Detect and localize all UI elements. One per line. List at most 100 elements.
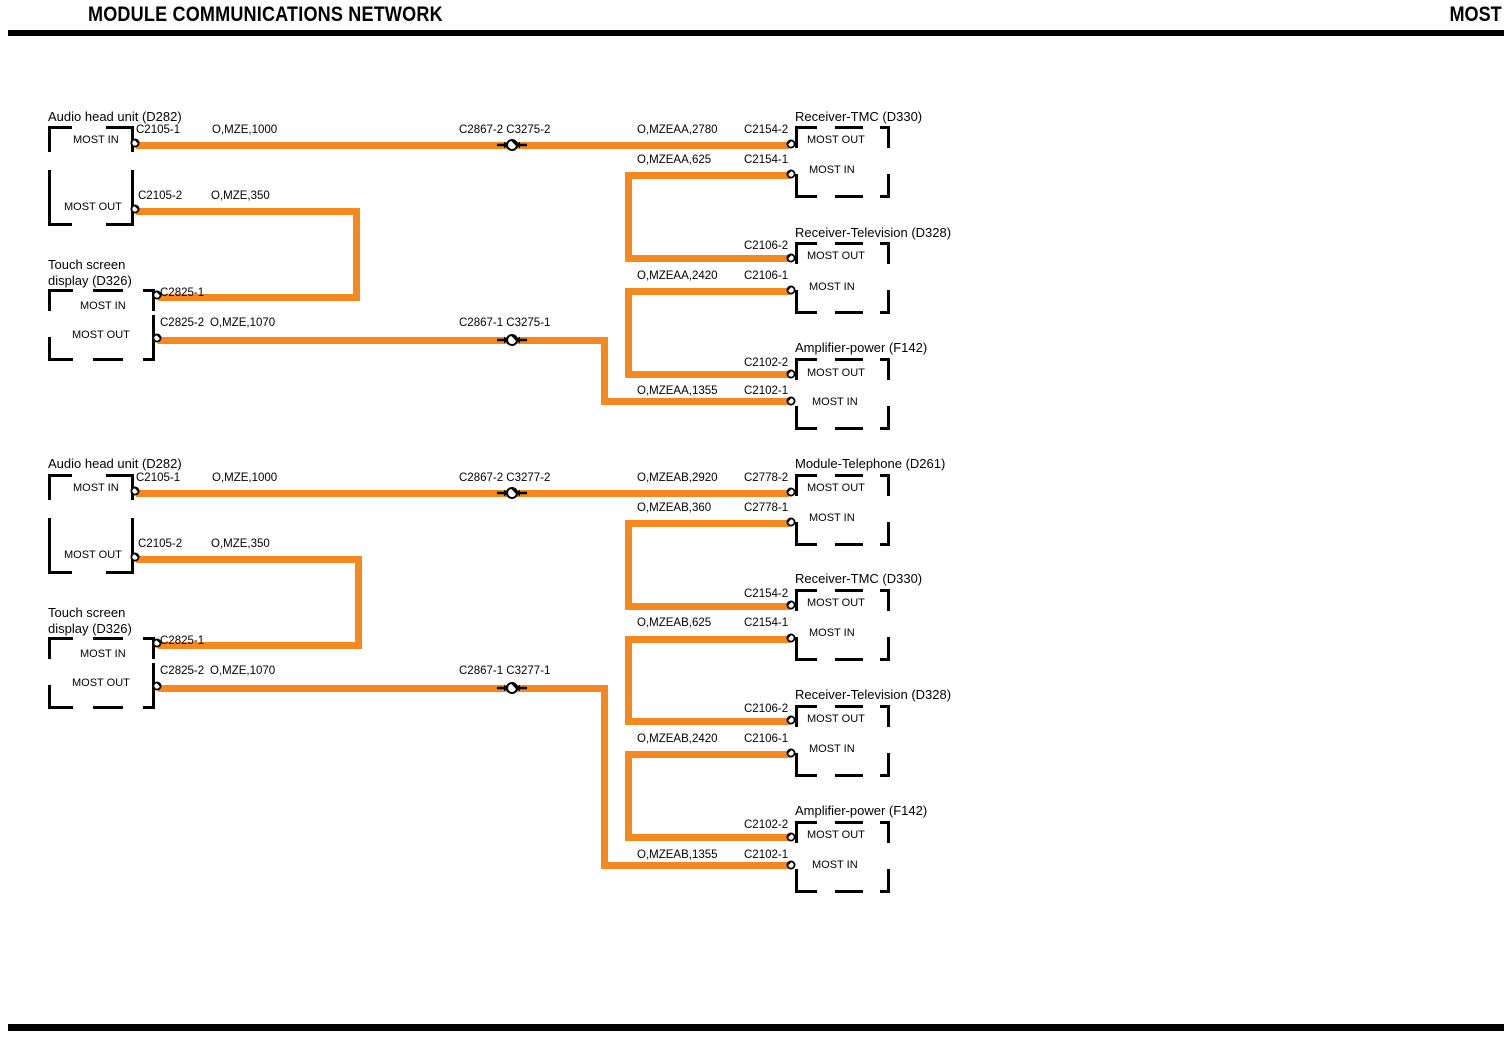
wire-tsd-out-v-bottom (601, 685, 608, 869)
wire-label-ahu-out-bottom: O,MZE,350 (211, 538, 270, 550)
port-label-amp-most-in-bottom: MOST IN (812, 859, 858, 871)
module-label-amplifier-power-bottom: Amplifier-power (F142) (795, 803, 928, 818)
pin-symbol-tmc-in-bottom (784, 632, 797, 645)
pin-symbol-tsd-out-bottom (151, 680, 164, 693)
port-label-tmc-most-in-top: MOST IN (809, 164, 855, 176)
module-label-audio-head-unit-top: Audio head unit (D282) (48, 109, 182, 124)
module-label-receiver-television-bottom: Receiver-Television (D328) (795, 687, 952, 702)
wire-label-ahu-out-top: O,MZE,350 (211, 190, 270, 202)
port-label-ahu-most-out-bottom: MOST OUT (64, 549, 122, 561)
wire-tmc-in-v-bottom (625, 636, 632, 725)
page-title: MODULE COMMUNICATIONS NETWORK (88, 3, 443, 26)
wire-ahu-in-to-tmc-out-top (136, 142, 789, 149)
pin-symbol-ahu-out-top (129, 203, 142, 216)
wire-tel-in-v-bottom (625, 520, 632, 610)
wire-tmc-in-h-top (625, 172, 790, 179)
wire-label-tmc-in-bottom: O,MZEAB,625 (637, 617, 712, 629)
module-box-amplifier-power-top (795, 358, 890, 430)
connector-label-amp-out-top: C2102-2 (744, 357, 789, 369)
wire-tmc-in-h-bottom (625, 636, 790, 643)
wire-ahu-out-h1-top (136, 208, 360, 215)
wire-tv-out-h-bottom (625, 718, 790, 725)
inline-connector-label-bottom-lower: C2867-1 C3277-1 (459, 665, 551, 677)
connector-label-tv-in-top: C2106-1 (744, 270, 789, 282)
wire-ahu-out-h2-to-tsd-in-bottom (158, 642, 362, 649)
wire-tel-in-h-bottom (625, 520, 790, 527)
connector-label-tel-in-bottom: C2778-1 (744, 502, 789, 514)
wire-label-tmc-in-top: O,MZEAA,625 (637, 154, 712, 166)
wire-label-tsd-out-top: O,MZE,1070 (210, 317, 276, 329)
connector-label-tmc-in-top: C2154-1 (744, 154, 789, 166)
port-label-tel-most-out-bottom: MOST OUT (807, 482, 865, 494)
module-label-touch-screen-bottom-line2: display (D326) (48, 621, 132, 636)
wire-tsd-out-h2-to-amp-in-top (601, 398, 790, 405)
footer-rule (8, 1024, 1504, 1031)
connector-label-tsd-in-bottom: C2825-1 (160, 635, 205, 647)
pin-symbol-tel-out-bottom (784, 486, 797, 499)
port-label-tsd-most-out-top: MOST OUT (72, 329, 130, 341)
wire-tmc-in-v-top (625, 172, 632, 262)
module-label-receiver-tmc-bottom: Receiver-TMC (D330) (795, 571, 923, 586)
pin-symbol-tsd-in-top (151, 289, 164, 302)
inline-connector-symbol-bottom-lower (495, 680, 529, 696)
port-label-tv-most-in-top: MOST IN (809, 281, 855, 293)
connector-label-tv-in-bottom: C2106-1 (744, 733, 789, 745)
wire-amp-out-h-top (625, 371, 790, 378)
pin-symbol-tv-in-top (784, 284, 797, 297)
wire-ahu-out-v-top (353, 208, 360, 301)
pin-symbol-tel-in-bottom (784, 516, 797, 529)
connector-label-ahu-out-bottom: C2105-2 (138, 538, 183, 550)
inline-connector-label-top-upper: C2867-2 C3275-2 (459, 124, 551, 136)
pin-symbol-amp-in-top (784, 395, 797, 408)
wire-tv-in-v-bottom (625, 751, 632, 841)
wire-tv-in-h-top (625, 288, 790, 295)
connector-label-tmc-in-bottom: C2154-1 (744, 617, 789, 629)
module-box-receiver-tmc-bottom (795, 589, 890, 661)
wire-tsd-out-h1-top (158, 337, 608, 344)
inline-connector-symbol-top-lower (495, 332, 529, 348)
pin-symbol-tv-in-bottom (784, 747, 797, 760)
port-label-ahu-most-out-top: MOST OUT (64, 201, 122, 213)
wire-label-tv-in-bottom: O,MZEAB,2420 (637, 733, 718, 745)
port-label-tv-most-in-bottom: MOST IN (809, 743, 855, 755)
wire-label-tv-in-top: O,MZEAA,2420 (637, 270, 718, 282)
module-box-receiver-tmc-top (795, 126, 890, 198)
wire-label-amp-in-top: O,MZEAA,1355 (637, 385, 718, 397)
wire-label-tsd-out-bottom: O,MZE,1070 (210, 665, 276, 677)
pin-symbol-amp-out-bottom (784, 831, 797, 844)
connector-label-ahu-in-bottom: C2105-1 (136, 472, 181, 484)
port-label-tel-most-in-bottom: MOST IN (809, 512, 855, 524)
port-label-amp-most-out-bottom: MOST OUT (807, 829, 865, 841)
wire-label-tel-in-bottom: O,MZEAB,360 (637, 502, 712, 514)
page-category-label: MOST (1449, 3, 1502, 26)
module-label-module-telephone-bottom: Module-Telephone (D261) (795, 456, 946, 471)
pin-symbol-tsd-in-bottom (151, 637, 164, 650)
port-label-tsd-most-out-bottom: MOST OUT (72, 677, 130, 689)
pin-symbol-tmc-in-top (784, 168, 797, 181)
port-label-ahu-most-in-top: MOST IN (73, 134, 119, 146)
connector-label-tsd-out-bottom: C2825-2 (160, 665, 205, 677)
pin-symbol-tmc-out-top (784, 138, 797, 151)
connector-label-tmc-out-top: C2154-2 (744, 124, 789, 136)
connector-label-tv-out-bottom: C2106-2 (744, 703, 789, 715)
wire-ahu-out-v-bottom (355, 556, 362, 649)
pin-symbol-ahu-in-top (129, 137, 142, 150)
port-label-ahu-most-in-bottom: MOST IN (73, 482, 119, 494)
port-label-tsd-most-in-top: MOST IN (80, 300, 126, 312)
pin-symbol-ahu-in-bottom (129, 485, 142, 498)
module-box-receiver-television-top (795, 242, 890, 314)
connector-label-amp-in-bottom: C2102-1 (744, 849, 789, 861)
inline-connector-symbol-bottom-upper (495, 485, 529, 501)
connector-label-amp-in-top: C2102-1 (744, 385, 789, 397)
connector-label-ahu-out-top: C2105-2 (138, 190, 183, 202)
connector-label-tel-out-bottom: C2778-2 (744, 472, 789, 484)
port-label-tmc-most-out-top: MOST OUT (807, 134, 865, 146)
wire-amp-out-h-bottom (625, 834, 790, 841)
module-label-audio-head-unit-bottom: Audio head unit (D282) (48, 456, 182, 471)
module-box-audio-head-unit-bottom (48, 474, 134, 574)
wire-label-ahu-in-top: O,MZE,1000 (212, 124, 278, 136)
connector-label-amp-out-bottom: C2102-2 (744, 819, 789, 831)
port-label-tsd-most-in-bottom: MOST IN (80, 648, 126, 660)
connector-label-tmc-out-bottom: C2154-2 (744, 588, 789, 600)
